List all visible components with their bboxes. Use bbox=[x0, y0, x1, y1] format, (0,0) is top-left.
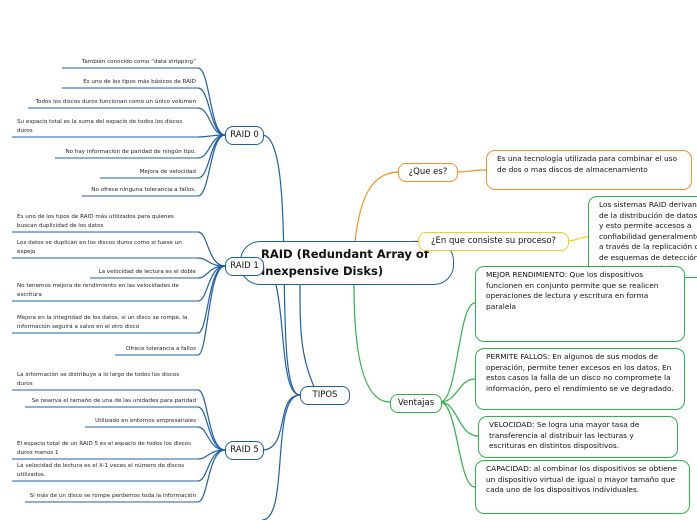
hub-raid-0[interactable]: RAID 0 bbox=[225, 126, 264, 145]
ventaja-permite-fallos[interactable]: PERMITE FALLOS: En algunos de sus modos … bbox=[475, 348, 685, 410]
hub-tipos[interactable]: TIPOS bbox=[300, 386, 350, 405]
raid5-item: La información se distribuye a lo largo … bbox=[17, 372, 180, 387]
ventaja-text: VELOCIDAD: Se logra una mayor tasa de tr… bbox=[489, 420, 640, 451]
raid1-item: La velocidad de lectura es el doble bbox=[98, 269, 196, 275]
raid0-item: También conocido como “data stripping” bbox=[81, 59, 196, 65]
raid5-item: El espacio total de un RAID 5 es el espa… bbox=[17, 441, 192, 456]
que-es-description[interactable]: Es una tecnología utilizada para combina… bbox=[486, 150, 692, 190]
hub-tipos-label: TIPOS bbox=[312, 390, 338, 400]
ventaja-text: PERMITE FALLOS: En algunos de sus modos … bbox=[486, 352, 674, 393]
central-topic[interactable]: RAID (Redundant Array of Inexpensive Dis… bbox=[240, 241, 454, 285]
raid0-item: Su espacio total es la suma del espacio … bbox=[17, 119, 183, 134]
raid0-item: Todos los discos duros funcionan como un… bbox=[35, 99, 196, 105]
ventaja-capacidad[interactable]: CAPACIDAD: al combinar los dispositivos … bbox=[475, 460, 690, 514]
central-topic-label: RAID (Redundant Array of Inexpensive Dis… bbox=[261, 247, 429, 278]
raid1-item: No tenemos mejora de rendimiento en las … bbox=[17, 283, 179, 298]
ventaja-text: MEJOR RENDIMIENTO: Que los dispositivos … bbox=[486, 270, 659, 311]
ventaja-mejor-rendimiento[interactable]: MEJOR RENDIMIENTO: Que los dispositivos … bbox=[475, 266, 685, 342]
hub-raid-5[interactable]: RAID 5 bbox=[225, 441, 264, 460]
hub-que-es[interactable]: ¿Que es? bbox=[398, 163, 458, 182]
hub-raid-1[interactable]: RAID 1 bbox=[225, 257, 264, 276]
connector-tipos-raid1 bbox=[261, 265, 301, 396]
hub-ventajas-label: Ventajas bbox=[397, 398, 435, 408]
raid0-item: No ofrece ninguna tolerancia a fallos. bbox=[91, 187, 196, 193]
ventaja-velocidad[interactable]: VELOCIDAD: Se logra una mayor tasa de tr… bbox=[478, 416, 678, 458]
hub-raid-0-label: RAID 0 bbox=[230, 130, 259, 140]
raid5-item: Se reserva el tamaño de una de las unida… bbox=[31, 398, 196, 404]
raid0-item: Mejora de velocidad bbox=[139, 169, 196, 175]
hub-que-es-label: ¿Que es? bbox=[408, 167, 448, 177]
raid1-item: Es uno de los tipos de RAID más utilizad… bbox=[17, 214, 174, 229]
raid0-item: Es uno de los tipos más básicos de RAID bbox=[83, 79, 196, 85]
que-es-description-text: Es una tecnología utilizada para combina… bbox=[497, 154, 678, 174]
raid1-item: Los datos se duplican en los discos duro… bbox=[17, 240, 182, 255]
hub-ventajas[interactable]: Ventajas bbox=[390, 394, 442, 413]
hub-raid-1-label: RAID 1 bbox=[230, 261, 259, 271]
hub-proceso-label: ¿En que consiste su proceso? bbox=[431, 236, 556, 246]
connector-central-tipos bbox=[299, 284, 319, 396]
raid0-item: No hay información de paridad de ningún … bbox=[65, 149, 196, 155]
connector-central-ventajas bbox=[353, 284, 391, 403]
raid1-item: Ofrece tolerancia a fallos bbox=[125, 346, 196, 352]
hub-proceso[interactable]: ¿En que consiste su proceso? bbox=[418, 232, 569, 251]
raid5-item: La velocidad de lectura es el X-1 veces … bbox=[17, 463, 185, 478]
connector-central-que-es bbox=[354, 171, 399, 242]
ventaja-text: CAPACIDAD: al combinar los dispositivos … bbox=[486, 464, 677, 495]
raid1-item: Mejora en la integridad de los datos, si… bbox=[17, 315, 188, 330]
raid5-item: Utilizado en entornos empresariales bbox=[95, 418, 196, 424]
connector-tipos-more bbox=[261, 394, 301, 520]
proceso-description[interactable]: Los sistemas RAID derivan de la distribu… bbox=[588, 196, 697, 283]
raid5-item: Si más de un disco se rompe perdemos tod… bbox=[29, 493, 196, 499]
hub-raid-5-label: RAID 5 bbox=[230, 445, 259, 455]
